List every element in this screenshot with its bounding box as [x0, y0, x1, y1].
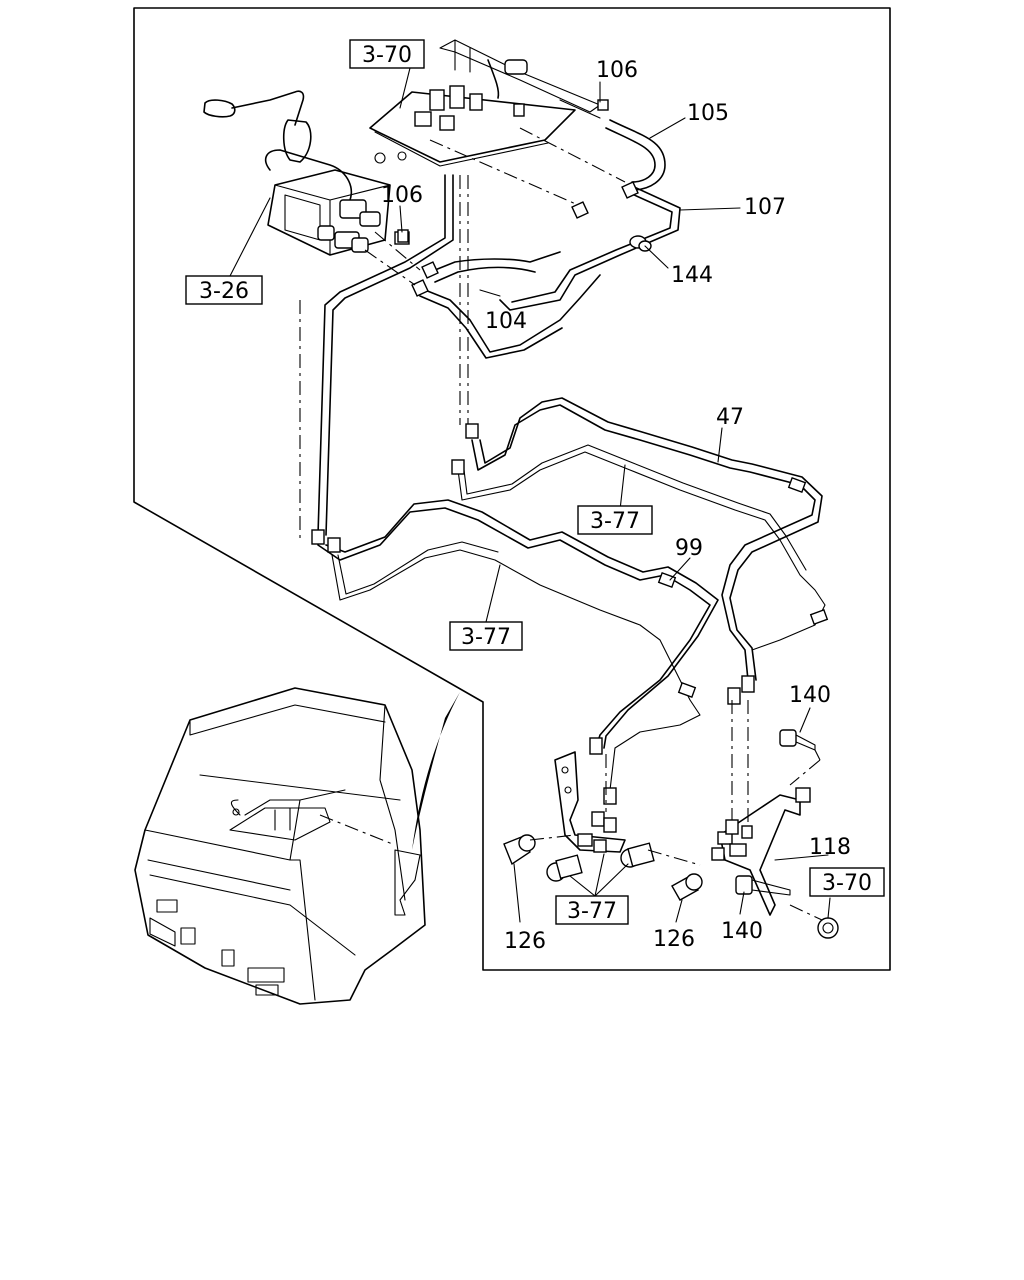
part-106-top: 106	[596, 58, 638, 83]
truck-cab-illustration	[134, 687, 460, 1005]
ref-3-77-c: 3-77	[567, 899, 617, 924]
part-126-left: 126	[504, 929, 546, 954]
part-104: 104	[485, 309, 527, 334]
part-106-mid: 106	[381, 183, 423, 208]
ref-3-70-bottom: 3-70	[822, 871, 872, 896]
ref-box-3-70-bottom	[809, 867, 885, 897]
part-107: 107	[744, 195, 786, 220]
valve-plate-assembly	[369, 39, 601, 167]
ref-box-3-26	[185, 275, 263, 305]
ref-3-77-b: 3-77	[461, 625, 511, 650]
ref-box-3-77-a	[577, 505, 653, 535]
ref-box-3-70-top	[349, 39, 425, 69]
lower-brackets	[503, 700, 839, 939]
ref-box-3-77-c	[555, 895, 629, 925]
part-99: 99	[675, 536, 703, 561]
part-47: 47	[716, 405, 744, 430]
part-126-right: 126	[653, 927, 695, 952]
ref-3-26: 3-26	[199, 279, 249, 304]
ref-3-77-a: 3-77	[590, 509, 640, 534]
pipe-runs-middle	[311, 397, 829, 805]
shift-lever-unit	[203, 90, 410, 256]
leader-lines	[229, 67, 831, 923]
part-140-top: 140	[789, 683, 831, 708]
ref-3-70-top: 3-70	[362, 43, 412, 68]
part-140-bottom: 140	[721, 919, 763, 944]
part-105: 105	[687, 101, 729, 126]
diagram-frame	[133, 7, 891, 971]
ref-box-3-77-b	[449, 621, 523, 651]
part-144: 144	[671, 263, 713, 288]
vertical-pipes	[299, 174, 469, 540]
part-118: 118	[809, 835, 851, 860]
